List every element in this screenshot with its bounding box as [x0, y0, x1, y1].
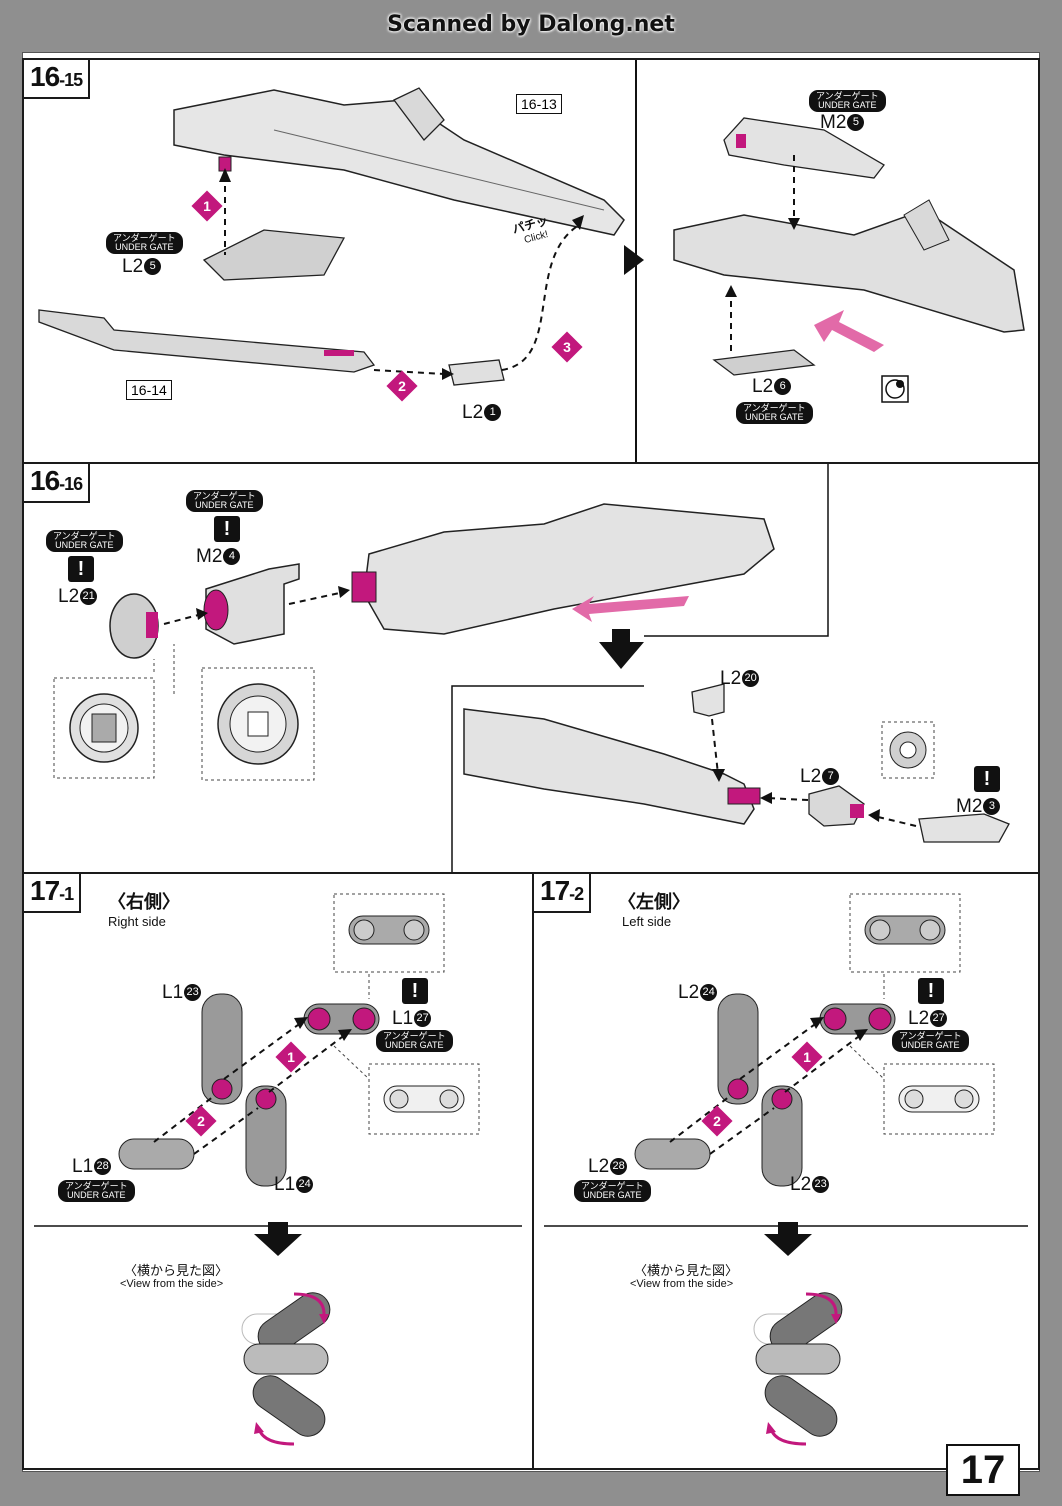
caution-icon: !: [402, 978, 428, 1004]
rifle-body-left: [173, 87, 625, 236]
step-label: 16-16: [24, 464, 91, 503]
panel-step-17-2: 17-2 〈左側〉 Left side: [532, 872, 1040, 1470]
ref-16-14: 16-14: [126, 380, 172, 400]
part-m2-3: [918, 813, 1010, 843]
caution-icon: !: [974, 766, 1000, 792]
caution-icon: !: [918, 978, 944, 1004]
assembly-illustration-17-1: [34, 893, 522, 1446]
assembly-illustration-16-16: [53, 464, 1010, 872]
caution-icon: !: [214, 516, 240, 542]
assembly-illustration-17-2: [544, 893, 1028, 1446]
panel-title-jp: 〈右側〉: [108, 892, 180, 912]
step-label: 17-1: [24, 874, 82, 913]
barrel: [38, 309, 376, 373]
part-l2-6: [712, 349, 816, 376]
part-m2-4: [205, 563, 300, 645]
panel-title-en: Right side: [108, 914, 166, 929]
side-view-title-en: <View from the side>: [120, 1278, 224, 1290]
ref-16-13: 16-13: [516, 94, 562, 114]
step-label: 17-2: [534, 874, 592, 913]
assembly-illustration-16-15: [38, 60, 1025, 462]
step-marker-1: 1: [275, 1041, 307, 1073]
part-l2-5: [202, 229, 346, 281]
step-marker-3: 3: [551, 331, 583, 363]
step-marker-2: 2: [701, 1105, 733, 1137]
panel-title-jp: 〈左側〉: [618, 892, 690, 912]
side-view-part-bot: [252, 1375, 326, 1437]
side-view-title-jp: 〈横から見た図〉: [634, 1263, 739, 1278]
part-l2-20: [691, 683, 725, 717]
part-m2-5: [723, 117, 885, 179]
page-number: 17: [946, 1444, 1020, 1496]
panel-step-17-1: 17-1 〈右側〉 Right side: [22, 872, 534, 1470]
step-marker-1: 1: [191, 190, 223, 222]
side-view-part-bot: [764, 1375, 838, 1437]
panel-step-16-15: 16-15: [22, 58, 1040, 464]
side-view-part-mid: [755, 1343, 841, 1375]
step-marker-1: 1: [791, 1041, 823, 1073]
part-l2-1: [448, 359, 505, 386]
side-view-title-jp: 〈横から見た図〉: [124, 1263, 229, 1278]
panel-step-16-16: 16-16: [22, 462, 1040, 874]
scan-credit: Scanned by Dalong.net: [387, 12, 675, 37]
side-view-part-mid: [243, 1343, 329, 1375]
step-marker-2: 2: [386, 370, 418, 402]
step-label: 16-15: [24, 60, 91, 99]
caution-icon: !: [68, 556, 94, 582]
step-marker-2: 2: [185, 1105, 217, 1137]
side-view-title-en: <View from the side>: [630, 1278, 734, 1290]
panel-title-en: Left side: [622, 914, 672, 929]
